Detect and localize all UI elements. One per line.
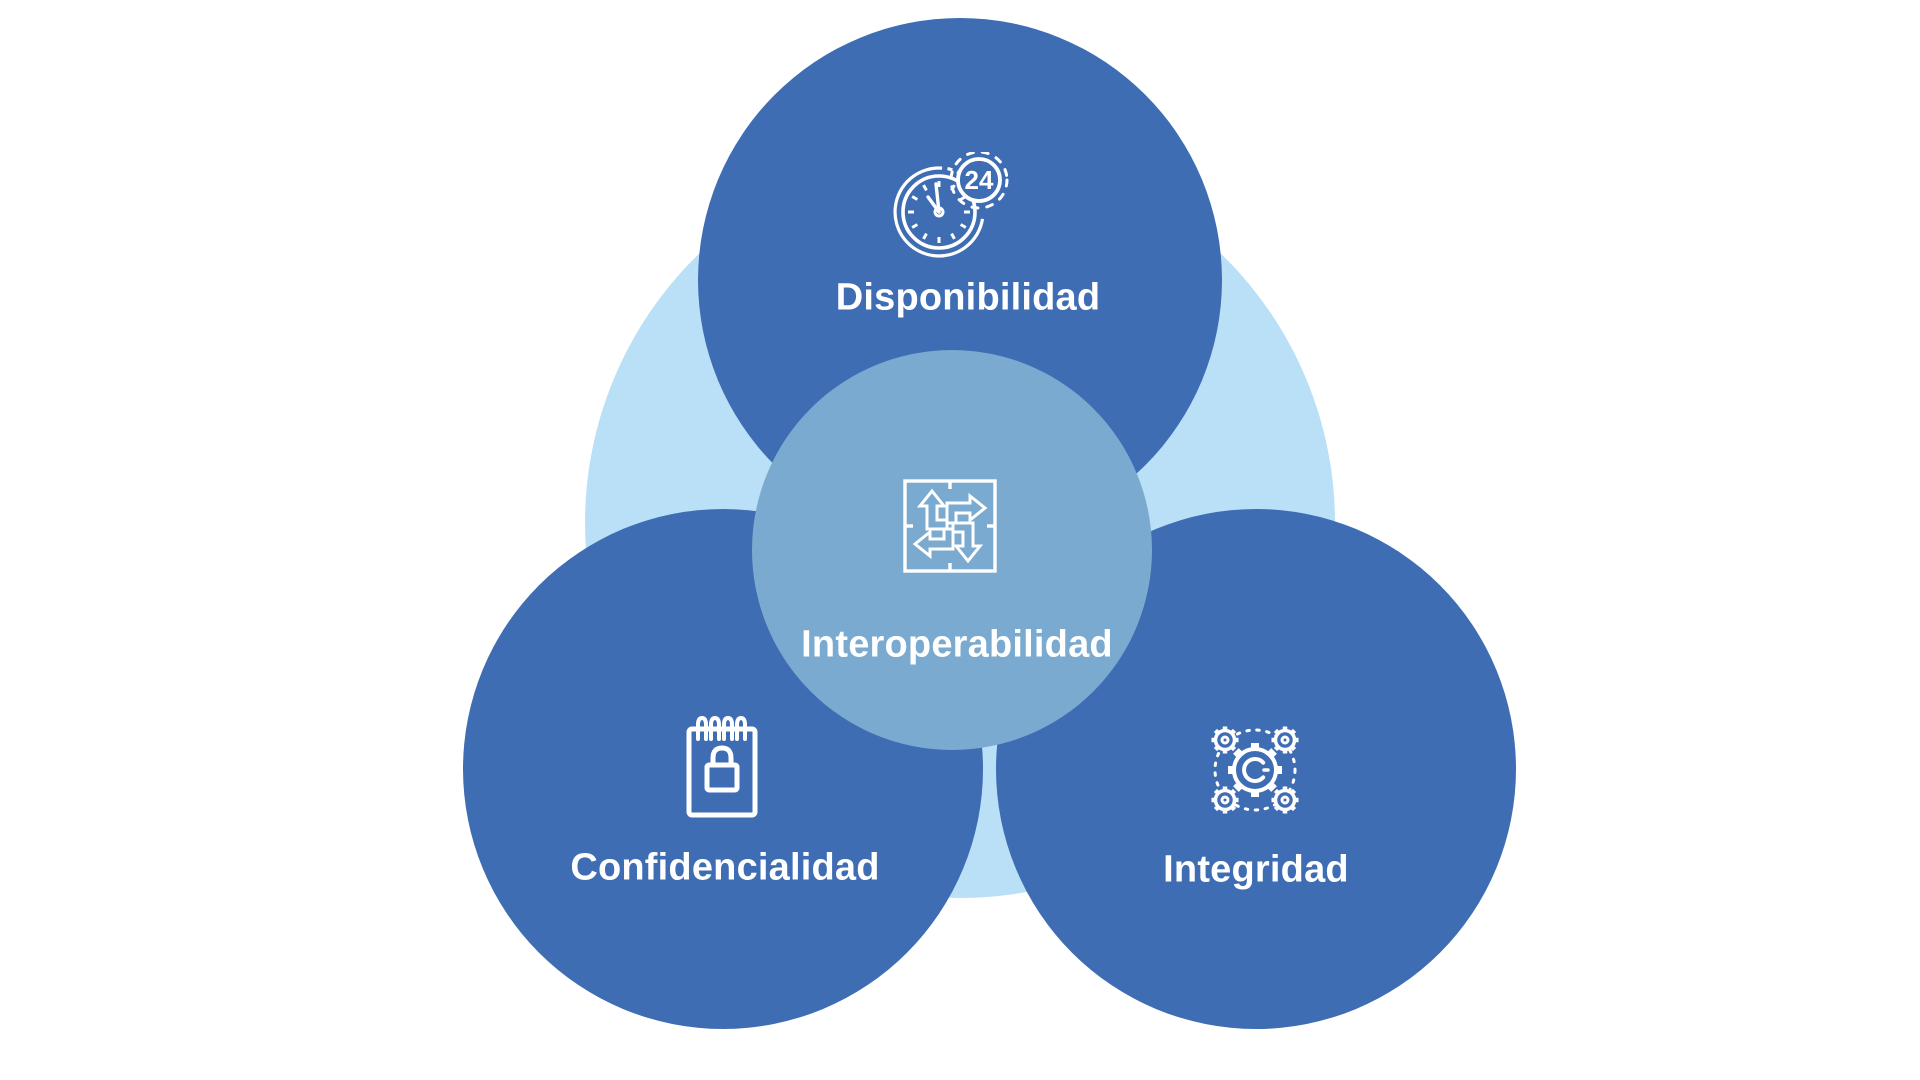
notepad-lock-icon bbox=[676, 705, 768, 821]
interoperability-arrows-icon bbox=[898, 474, 1002, 578]
clock-24-icon: 24 bbox=[889, 152, 1011, 264]
disponibilidad-label: Disponibilidad bbox=[835, 276, 1101, 319]
badge-24-text: 24 bbox=[965, 165, 994, 195]
confidencialidad-label: Confidencialidad bbox=[570, 846, 880, 889]
integridad-label: Integridad bbox=[1163, 848, 1349, 891]
interoperabilidad-label: Interoperabilidad bbox=[801, 623, 1113, 666]
gears-network-icon bbox=[1199, 717, 1311, 823]
